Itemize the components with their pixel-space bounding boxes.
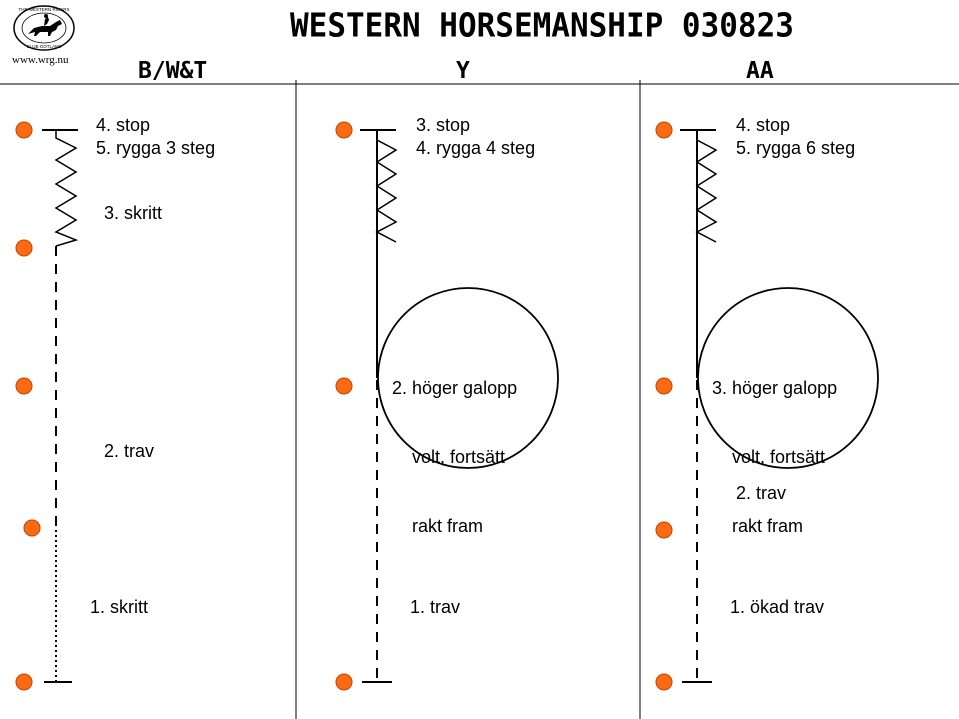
back-up-zigzag — [695, 130, 718, 243]
label-y-stop: 3. stop 4. rygga 4 steg — [416, 115, 536, 158]
cone-marker-icon — [655, 121, 673, 139]
cone-marker-icon — [335, 673, 353, 691]
label-aa-stop: 4. stop 5. rygga 6 steg — [736, 115, 856, 158]
label-aa-trav-2: 2. trav — [736, 483, 787, 503]
logo-text-bottom: CLUB GOTLAND — [26, 44, 62, 49]
rider-on-horse-logo-icon: THE WESTERN RIDERS CLUB GOTLAND — [13, 5, 75, 51]
logo-text-top: THE WESTERN RIDERS — [18, 7, 69, 12]
label-bwt-stop: 4. stop 5. rygga 3 steg — [96, 115, 216, 158]
label-aa-galopp: 3. höger galopp volt, fortsätt rakt fram — [712, 378, 838, 536]
column-heading-y: Y — [456, 58, 470, 84]
cone-marker-icon — [15, 673, 33, 691]
cone-marker-icon — [655, 521, 673, 539]
pattern-aa — [680, 129, 879, 683]
circle-volt — [377, 287, 559, 469]
pattern-bwt — [42, 129, 79, 683]
back-up-zigzag — [54, 130, 79, 247]
label-y-galopp: 2. höger galopp volt, fortsätt rakt fram — [392, 378, 518, 536]
cone-marker-icon — [15, 377, 33, 395]
label-bwt-skritt-3: 3. skritt — [104, 203, 163, 223]
cone-markers — [15, 121, 673, 691]
cone-marker-icon — [335, 121, 353, 139]
cone-marker-icon — [335, 377, 353, 395]
column-heading-aa: AA — [746, 58, 774, 84]
back-up-zigzag — [375, 130, 398, 243]
circle-volt — [697, 287, 879, 469]
label-aa-okad-trav: 1. ökad trav — [730, 597, 825, 617]
label-bwt-trav-2: 2. trav — [104, 441, 155, 461]
cone-marker-icon — [655, 673, 673, 691]
pattern-y — [360, 129, 559, 683]
cone-marker-icon — [655, 377, 673, 395]
cone-marker-icon — [23, 519, 41, 537]
label-y-trav-1: 1. trav — [410, 597, 461, 617]
logo-url: www.wrg.nu — [12, 54, 69, 66]
page-title: WESTERN HORSEMANSHIP 030823 — [290, 7, 794, 45]
column-heading-bwt: B/W&T — [138, 58, 208, 84]
cone-marker-icon — [15, 121, 33, 139]
club-logo: THE WESTERN RIDERS CLUB GOTLAND www.wrg.… — [4, 2, 84, 68]
label-bwt-skritt-1: 1. skritt — [90, 597, 149, 617]
cone-marker-icon — [15, 239, 33, 257]
